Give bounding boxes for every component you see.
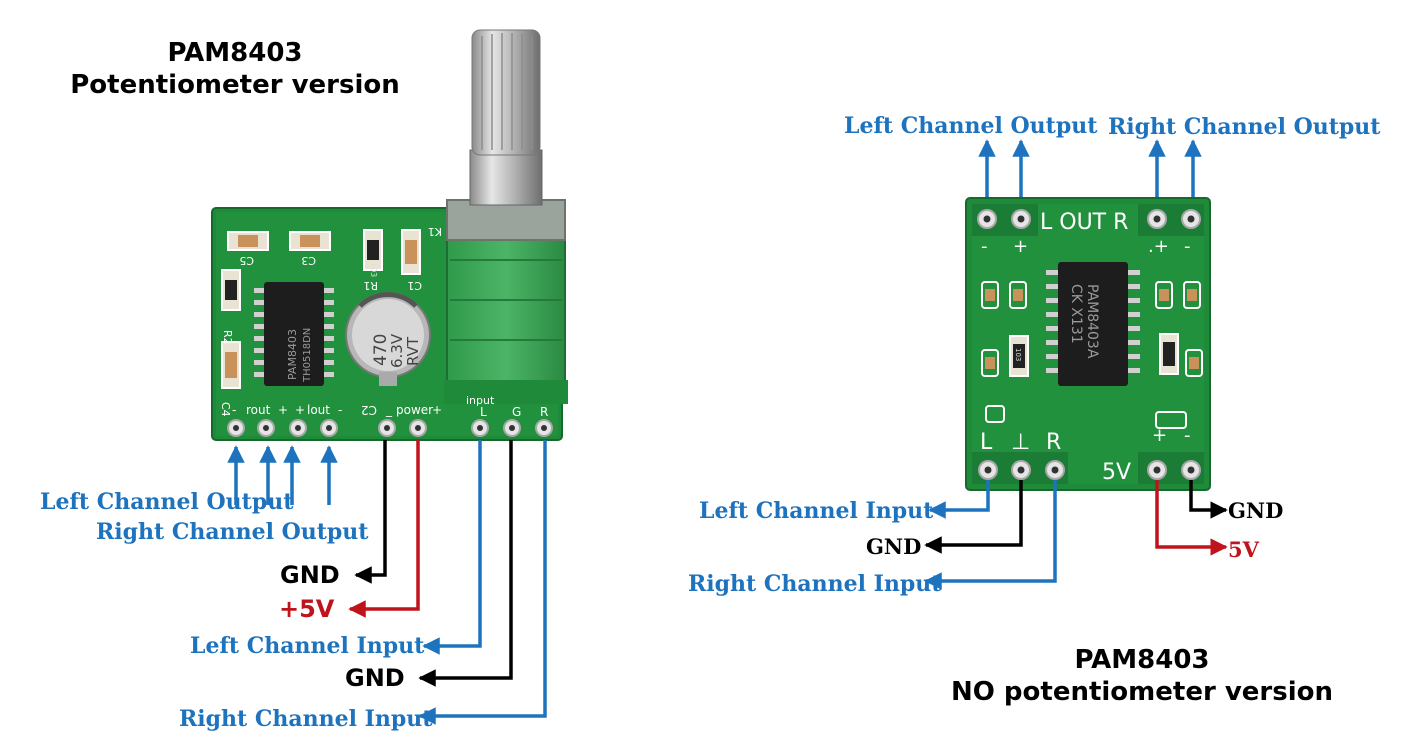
- header-pins: [227, 419, 553, 437]
- svg-text:-: -: [981, 236, 988, 257]
- silk-c4: C4: [219, 402, 232, 417]
- left-power-wires: [348, 440, 420, 618]
- right-title: PAM8403 NO potentiometer version: [930, 644, 1354, 708]
- left-title: PAM8403 Potentiometer version: [60, 37, 410, 101]
- left-title-line1: PAM8403: [167, 38, 303, 68]
- silk-k1: K1: [428, 225, 442, 238]
- right-label-5v: 5V: [1228, 537, 1259, 562]
- silk-g: G: [512, 405, 521, 419]
- svg-text:-: -: [1184, 425, 1191, 446]
- silk-power: power: [396, 403, 433, 417]
- ic-marking-1: PAM8403: [286, 329, 299, 380]
- right-output-arrows: [978, 139, 1202, 205]
- right-label-right-channel-input: Right Channel Input: [688, 571, 942, 597]
- cap-marking-2: 6.3V: [388, 333, 406, 368]
- right-input-wires: [924, 480, 1057, 590]
- left-label-gnd-power: GND: [280, 561, 340, 589]
- silk-r1: R1: [363, 279, 378, 292]
- small-ic-marking-2: CK X131: [1068, 284, 1084, 344]
- silk-lout: lout: [307, 403, 330, 417]
- potentiometer-module-diagram: C5 C3 R1 C1 K1 R2 C4 103 PAM8403 TH05: [211, 29, 568, 725]
- silk-resistor-code: 103: [369, 262, 378, 277]
- svg-text:-: -: [1184, 236, 1191, 257]
- small-ic-marking-1: PAM8403A: [1084, 284, 1100, 359]
- silk-c2: C2: [361, 403, 377, 417]
- right-label-right-channel-output: Right Channel Output: [1108, 114, 1381, 140]
- silk-r2: R2: [221, 330, 234, 345]
- right-label-left-channel-input: Left Channel Input: [699, 498, 934, 524]
- right-title-line2: NO potentiometer version: [951, 677, 1333, 707]
- ic-marking-2: TH0518DN: [302, 328, 313, 383]
- pam8403-chip: PAM8403 TH0518DN: [254, 282, 334, 386]
- silk-5v: 5V: [1102, 460, 1131, 485]
- left-label-plus5v: +5V: [279, 595, 335, 623]
- small-pcb-smd: [981, 281, 1203, 429]
- svg-text:+: +: [295, 403, 305, 417]
- cap-marking-3: RVT: [404, 336, 422, 366]
- right-title-line1: PAM8403: [1074, 645, 1210, 675]
- left-label-right-channel-output: Right Channel Output: [96, 519, 369, 545]
- right-power-wires: [1155, 480, 1228, 556]
- left-label-left-channel-input: Left Channel Input: [190, 633, 425, 659]
- silk-c1: C1: [407, 279, 422, 292]
- electrolytic-capacitor: 470 6.3V RVT: [345, 292, 431, 386]
- right-label-gnd-power: GND: [1228, 498, 1284, 523]
- small-pcb-pads: [977, 209, 1201, 480]
- small-pcb-resistors: 103: [1009, 333, 1179, 377]
- svg-text:+: +: [432, 403, 442, 417]
- silk-l-out-r: L OUT R: [1040, 210, 1128, 235]
- svg-text:_: _: [385, 403, 393, 417]
- silk-c5: C5: [239, 254, 254, 267]
- left-label-gnd-input: GND: [345, 664, 405, 692]
- svg-text:⊥: ⊥: [1011, 430, 1030, 455]
- small-pcb-silkscreen: L OUT R - + .+ - L ⊥ R + - 5V: [980, 210, 1191, 485]
- left-output-arrows: [227, 445, 338, 505]
- silk-c3: C3: [301, 254, 316, 267]
- cap-marking-1: 470: [371, 334, 391, 366]
- small-resistor-code: 103: [1014, 348, 1022, 361]
- left-title-line2: Potentiometer version: [70, 70, 400, 100]
- silk-pin-l: L: [980, 430, 993, 455]
- silk-l: L: [480, 405, 487, 419]
- silk-r: R: [540, 405, 548, 419]
- svg-text:-: -: [338, 403, 342, 417]
- pam8403a-chip: PAM8403A CK X131: [1046, 262, 1140, 386]
- pcb-silkscreen: C5 C3 R1 C1 K1 R2 C4 103: [219, 225, 442, 417]
- smd-components: [221, 229, 421, 389]
- potentiometer: [444, 29, 568, 404]
- header-silkscreen: - rout + + lout - C2 _ power + input L G…: [232, 394, 548, 419]
- silk-rout: rout: [246, 403, 271, 417]
- right-label-left-channel-output: Left Channel Output: [844, 113, 1098, 139]
- svg-text:.+: .+: [1148, 236, 1169, 257]
- left-label-right-channel-input: Right Channel Input: [179, 706, 433, 732]
- svg-text:-: -: [232, 403, 236, 417]
- svg-text:+: +: [1013, 236, 1028, 257]
- no-potentiometer-module-diagram: L OUT R - + .+ - L ⊥ R + - 5V: [924, 139, 1228, 590]
- silk-pin-r: R: [1046, 430, 1061, 455]
- svg-text:+: +: [1152, 425, 1167, 446]
- left-input-wires: [418, 440, 547, 725]
- right-label-gnd-input: GND: [866, 534, 922, 559]
- silk-input: input: [466, 394, 495, 407]
- left-label-left-channel-output: Left Channel Output: [40, 489, 294, 515]
- svg-text:+: +: [278, 403, 288, 417]
